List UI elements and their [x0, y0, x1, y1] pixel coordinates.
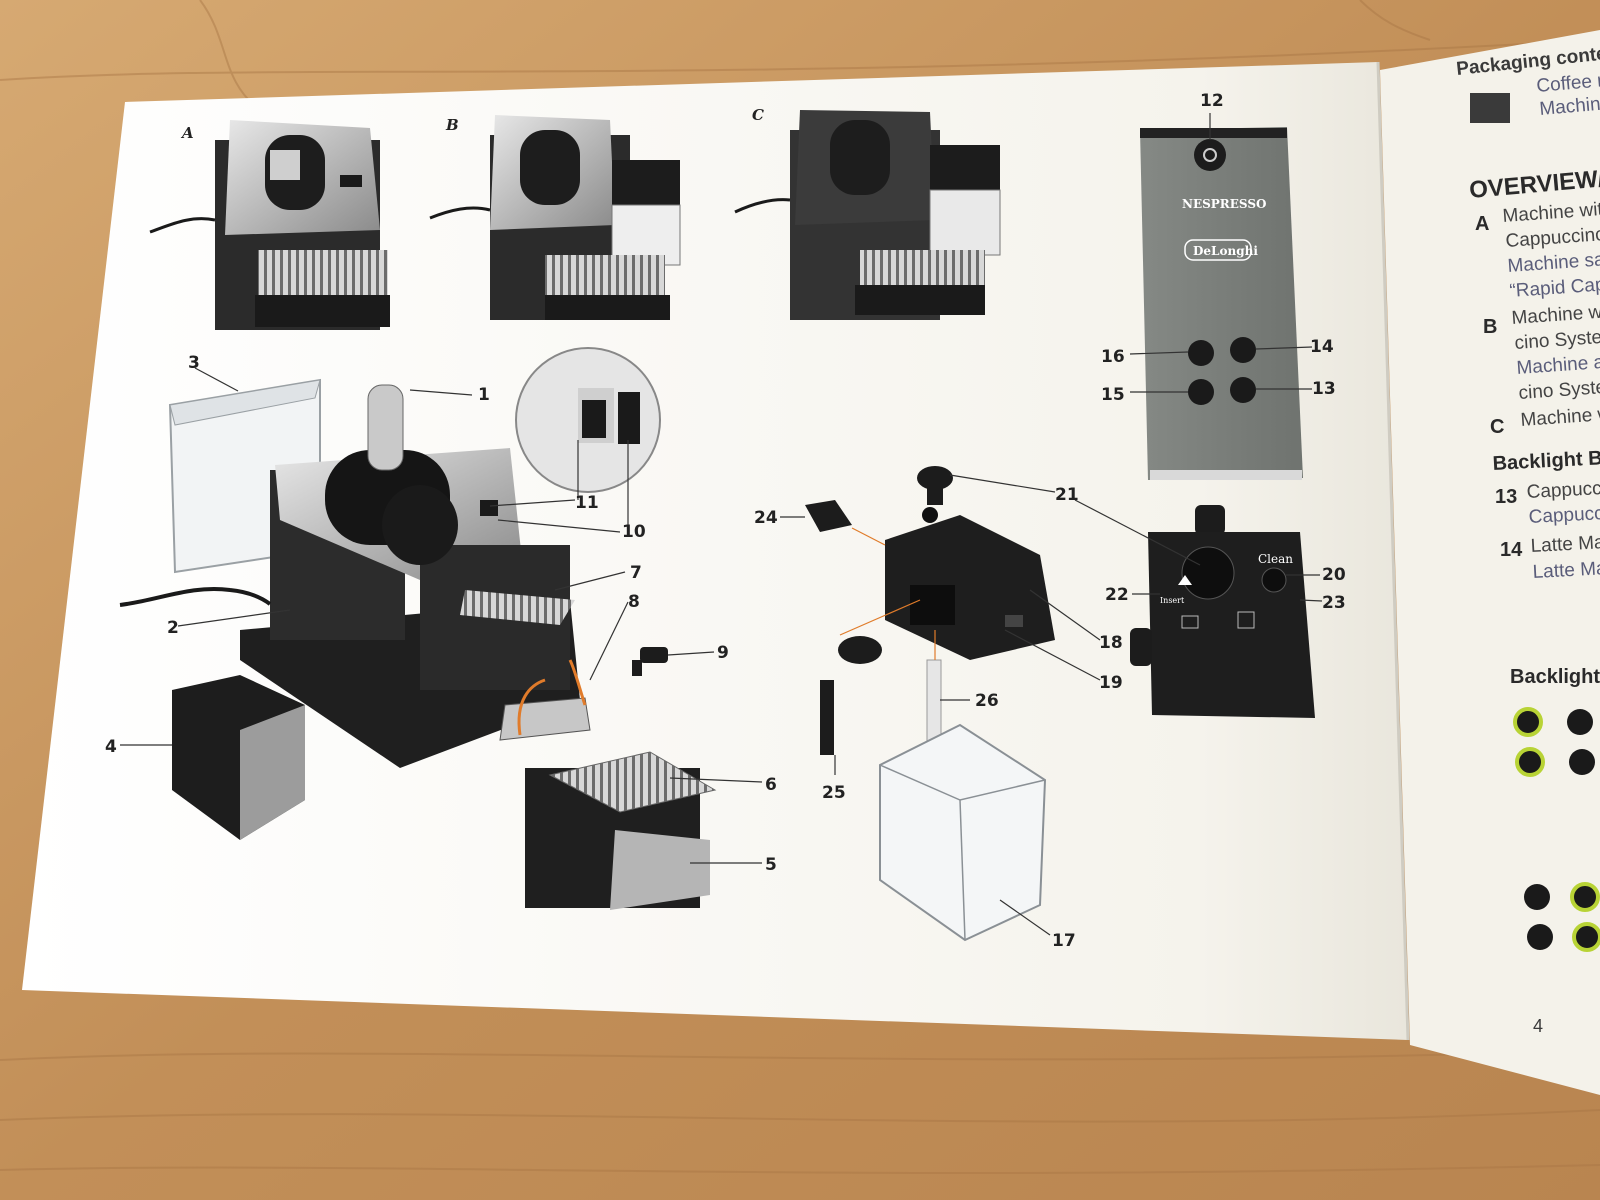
callout-20: 20: [1322, 565, 1346, 585]
callout-lines-right: [780, 113, 1323, 936]
espresso-button-15: [1188, 379, 1214, 405]
cappuccino-button-13: [1230, 377, 1256, 403]
variant-label-c: C: [752, 106, 764, 124]
frother-dial-22: [1181, 546, 1235, 600]
variant-label-a: A: [180, 124, 194, 142]
frother-dial-panel: [1130, 505, 1315, 718]
overview-a-letter: A: [1475, 213, 1489, 235]
frother-pipe-25: [820, 636, 882, 755]
right-page: [1380, 30, 1600, 1095]
machine-a: [149, 120, 390, 330]
machine-c: [734, 110, 1001, 320]
nespresso-logo: NESPRESSO: [1182, 197, 1266, 211]
backlight-title-1: Backlight Bu: [1492, 447, 1600, 475]
cup-button-16: [1188, 340, 1214, 366]
backlight-icons: [1513, 707, 1600, 952]
wood-grain: [0, 0, 1600, 1175]
insert-label: Insert: [1160, 596, 1185, 605]
item13-line2: Cappuccir: [1528, 503, 1600, 528]
item13-num: 13: [1495, 486, 1517, 508]
overview-b-letter: B: [1483, 316, 1497, 338]
callout-5: 5: [765, 855, 777, 875]
callout-12: 12: [1200, 91, 1224, 111]
cup-icon: [1181, 615, 1199, 629]
cappuccino-cup-icon: [1237, 611, 1255, 629]
machine-b: [429, 115, 681, 320]
callout-11: 11: [575, 493, 599, 513]
capsule-container-5-6: [525, 751, 717, 910]
callout-18: 18: [1099, 633, 1123, 653]
callout-numbers: 1 2 3 4 5 6 7 8 9 10 11 12 13 14 15 16 1…: [105, 91, 1346, 951]
callout-14: 14: [1310, 337, 1334, 357]
callout-17: 17: [1052, 931, 1076, 951]
callout-10: 10: [622, 522, 646, 542]
callout-15: 15: [1101, 385, 1125, 405]
control-panel: [1140, 127, 1303, 480]
callout-3: 3: [188, 353, 200, 373]
clean-button-20: [1261, 567, 1287, 593]
item14-num: 14: [1500, 539, 1523, 561]
callout-25: 25: [822, 783, 846, 803]
frother-knob-21: [917, 466, 953, 505]
callout-lines-left: [120, 367, 763, 864]
item14-line2: Latte Mac: [1532, 558, 1600, 583]
item13-line1: Cappuccin: [1526, 477, 1600, 503]
callout-6: 6: [765, 775, 777, 795]
drip-tray-4: [172, 675, 305, 840]
callout-19: 19: [1099, 673, 1123, 693]
delonghi-logo-frame: [1184, 239, 1252, 261]
callout-16: 16: [1101, 347, 1125, 367]
callout-26: 26: [975, 691, 999, 711]
callout-23: 23: [1322, 593, 1346, 613]
latte-button-14: [1230, 337, 1256, 363]
frother-part-24: [805, 500, 852, 532]
clean-label: Clean: [1258, 552, 1293, 566]
callout-24: 24: [754, 508, 778, 528]
frother-body-18: [885, 507, 1055, 660]
main-machine-body: [119, 384, 591, 768]
milk-jug-17: [879, 723, 1047, 942]
packaging-line2: Machine: [1539, 93, 1600, 120]
callout-13: 13: [1312, 379, 1336, 399]
callout-7: 7: [630, 563, 642, 583]
packaging-machine-thumb: [1470, 93, 1510, 123]
right-page-content: Packaging conte Coffee ma Machine OVERVI…: [1455, 43, 1600, 1036]
callout-22: 22: [1105, 585, 1129, 605]
zoom-circle-detail: [515, 347, 661, 493]
callout-9: 9: [717, 643, 729, 663]
insert-arrow-icon: [1178, 575, 1192, 585]
callout-8: 8: [628, 592, 640, 612]
assembly-lines: [839, 527, 936, 660]
nozzle-9: [632, 647, 668, 676]
backlight-title-2: Backlight: [1510, 666, 1600, 688]
callout-4: 4: [105, 737, 117, 757]
delonghi-logo: DeLonghi: [1193, 244, 1258, 258]
variant-label-b: B: [445, 116, 459, 134]
callout-21: 21: [1055, 485, 1079, 505]
item14-line1: Latte Mac: [1530, 532, 1600, 557]
page-number: 4: [1533, 1016, 1543, 1036]
callout-2: 2: [167, 618, 179, 638]
callout-1: 1: [478, 385, 490, 405]
page-fold: [1376, 61, 1410, 1041]
overview-c-letter: C: [1490, 416, 1504, 438]
